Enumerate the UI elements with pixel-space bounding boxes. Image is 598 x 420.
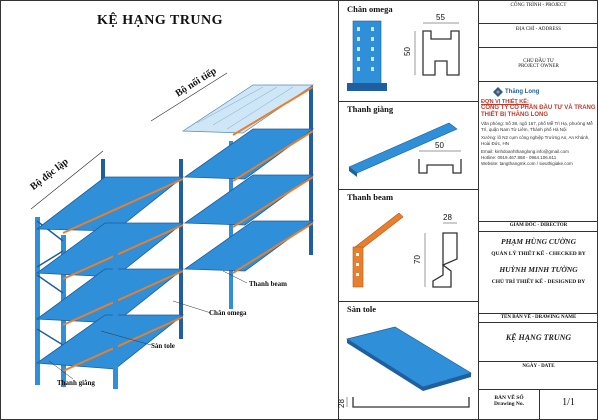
drawing-title: KỆ HẠNG TRUNG [97, 13, 224, 28]
dim-28: 28 [336, 399, 346, 408]
tb-project: CÔNG TRÌNH - PROJECT [479, 1, 598, 24]
detail-chan-omega: Chân omega 55 50 [339, 1, 479, 102]
tb-drawing-name: TÊN BẢN VẼ - DRAWING NAME KỆ HẠNG TRUNG [479, 313, 598, 362]
office-address: Văn phòng: Số 38, ngõ 167, phố Mễ Trì Hạ… [481, 121, 593, 132]
company-logo: Thăng Long [479, 81, 598, 97]
shelf-illustration [30, 72, 315, 389]
detail-san-tole: Sàn tole 28 [336, 301, 479, 419]
addon-shelf [181, 84, 315, 309]
tb-checker: HUỲNH MINH TƯỜNG [499, 265, 578, 274]
company-name: CÔNG TY CỔ PHẦN ĐẦU TƯ VÀ TRANG THIẾT BỊ… [481, 105, 596, 118]
tb-address: ĐỊA CHỈ - ADDRESS [479, 23, 598, 48]
label-thanh-giang: Thanh giằng [57, 379, 95, 387]
detail-title: Thanh giằng [347, 104, 394, 114]
detail-title: Chân omega [347, 4, 393, 14]
dim-28: 28 [443, 213, 452, 222]
label-san-tole: Sàn tole [151, 342, 175, 350]
logo-icon [493, 87, 503, 97]
main-drawing: KỆ HẠNG TRUNG [1, 1, 338, 419]
company-hotline: Hotline: 0919.467.868 - 0964.106.611 [481, 155, 557, 160]
drawing-number: 1/1 [562, 397, 575, 408]
label-chan-omega: Chân omega [209, 309, 247, 317]
company-website: Website: tangthangmk.com / sieuthigiake.… [481, 161, 573, 166]
details-column: Chân omega 55 50 Thanh giằng 50 [336, 1, 479, 419]
dim-55: 55 [436, 13, 445, 22]
designer-unit-label: ĐƠN VỊ THIẾT KẾ: [481, 99, 529, 105]
dim-50: 50 [435, 141, 444, 150]
dim-70: 70 [412, 255, 422, 264]
tb-drawing-no: BẢN VẼ SỐ Drawing No. 1/1 [479, 389, 598, 419]
tb-checker-role: QUẢN LÝ THIẾT KẾ - CHECKED BY [491, 251, 586, 257]
detail-title: Thanh beam [347, 192, 394, 202]
title-block: CÔNG TRÌNH - PROJECT ĐỊA CHỈ - ADDRESS C… [478, 1, 598, 419]
detail-thanh-giang: Thanh giằng 50 [339, 101, 479, 190]
detail-title: Sàn tole [347, 304, 377, 314]
tb-director-role: GIÁM ĐỐC - DIRECTOR [479, 221, 598, 232]
detail-thanh-beam: Thanh beam 28 70 [339, 189, 479, 302]
dim-50: 50 [402, 47, 412, 56]
tb-director: PHẠM HÙNG CƯỜNG [501, 237, 576, 246]
tb-owner: CHỦ ĐẦU TƯ PROJECT OWNER [479, 47, 598, 82]
tb-date: NGÀY - DATE [479, 361, 598, 390]
standalone-shelf [35, 159, 185, 389]
factory-address: Xưởng: lô N2 cụm công nghiệp Trường An, … [481, 135, 590, 146]
company-email: Email: kinhdoanhthanglong.info@gmail.com [481, 149, 569, 154]
drawing-name: KỆ HẠNG TRUNG [505, 333, 572, 342]
tb-designer-unit: Thăng Long ĐƠN VỊ THIẾT KẾ: CÔNG TY CỔ P… [479, 81, 598, 222]
label-thanh-beam: Thanh beam [249, 280, 287, 288]
tb-designer-role: CHỦ TRÌ THIẾT KẾ - DESIGNED BY [479, 279, 598, 314]
